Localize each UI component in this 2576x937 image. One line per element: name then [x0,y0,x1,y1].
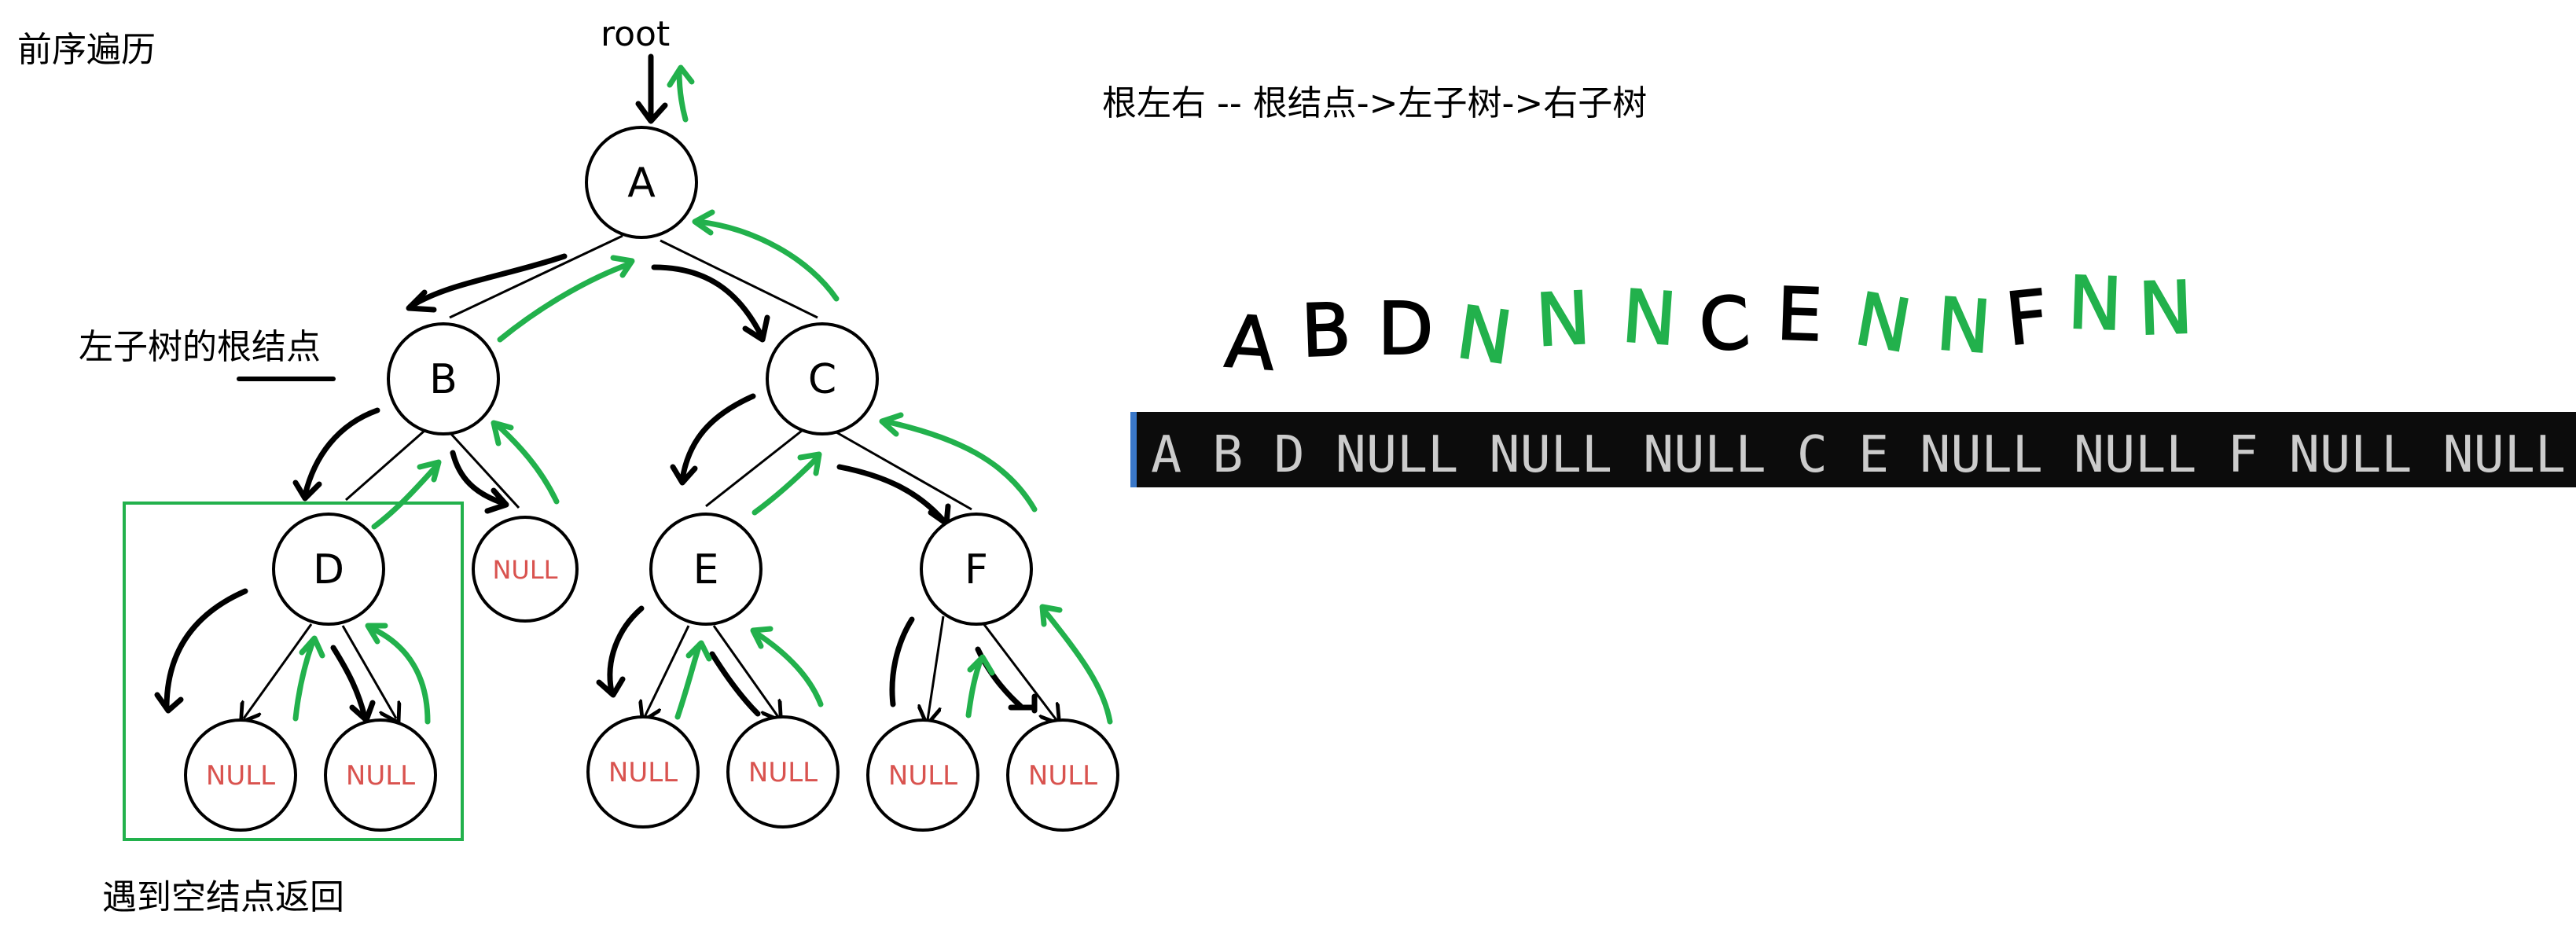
svg-text:F: F [965,546,988,593]
node-d: D [272,513,385,626]
rule-text: 根左右 -- 根结点->左子树->右子树 [1102,83,1647,123]
handwritten-letter: N [1849,277,1916,369]
svg-text:C: C [808,356,836,403]
svg-text:NULL: NULL [748,757,818,788]
tree-edges [244,234,1056,720]
handwritten-letter: D [1378,287,1434,371]
highlight-box [123,502,464,841]
handwritten-letter: N [2067,261,2124,347]
handwritten-letter: A [1222,299,1277,387]
svg-text:NULL: NULL [206,760,275,792]
handwritten-letter: B [1299,288,1352,373]
null-node-e-left: NULL [586,715,700,829]
terminal-output-text: A B D NULL NULL NULL C E NULL NULL F NUL… [1151,426,2566,484]
terminal-background [1130,412,2576,487]
root-label: root [601,14,670,54]
svg-text:NULL: NULL [1028,760,1097,792]
terminal-left-accent [1130,412,1137,487]
handwritten-letter: N [1619,274,1679,362]
svg-text:D: D [313,546,344,593]
svg-text:NULL: NULL [492,555,557,585]
handwritten-letter: N [1934,282,1994,370]
terminal-output: A B D NULL NULL NULL C E NULL NULL F NUL… [1130,412,2576,487]
tree-nodes: A B C D E F NULL NULL [184,126,1119,832]
handwritten-letter: F [2002,274,2052,362]
node-a: A [585,126,698,239]
svg-text:B: B [429,356,458,403]
node-b: B [387,322,500,435]
null-node-d-left: NULL [184,718,297,832]
handwritten-letter: N [1534,276,1592,362]
node-e: E [649,513,763,626]
svg-text:A: A [627,160,656,207]
null-node-b-right: NULL [472,516,579,623]
null-node-d-right: NULL [324,718,437,832]
null-node-f-left: NULL [866,718,979,832]
null-return-note: 遇到空结点返回 [102,877,344,917]
svg-text:NULL: NULL [346,760,415,792]
handwritten-letter: N [1452,290,1517,381]
handwritten-letter: N [2137,266,2195,351]
left-subtree-note: 左子树的根结点 [79,327,321,367]
null-node-f-right: NULL [1006,718,1119,832]
svg-text:NULL: NULL [888,760,957,792]
handwritten-letter: E [1775,272,1824,358]
svg-text:E: E [693,546,719,593]
diagram-title: 前序遍历 [17,30,156,70]
svg-text:NULL: NULL [608,757,678,788]
node-c: C [766,322,879,435]
green-return-arrows [292,64,1113,725]
null-node-e-right: NULL [726,715,840,829]
node-f: F [920,513,1033,626]
handwritten-letter: C [1696,281,1753,368]
